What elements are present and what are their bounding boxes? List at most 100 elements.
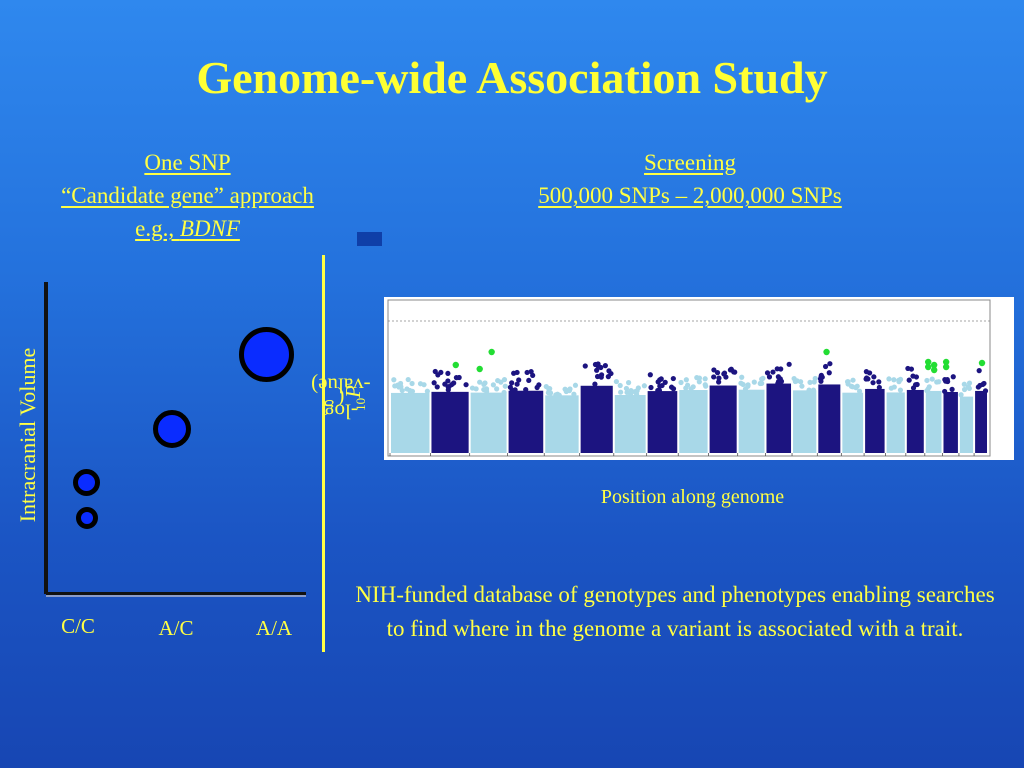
manhattan-plot <box>384 297 1014 460</box>
snp-point <box>523 386 529 393</box>
snp-point <box>891 377 897 383</box>
category-label-ac: A/C <box>158 616 194 640</box>
left-heading-line2: “Candidate gene” approach <box>61 183 314 208</box>
snp-point <box>409 380 415 387</box>
snp-point <box>764 370 771 376</box>
snp-point <box>417 381 424 387</box>
snp-point <box>545 390 551 396</box>
snp-point <box>670 386 677 392</box>
snp-point <box>908 366 915 372</box>
snp-point <box>949 386 955 392</box>
snp-point <box>688 386 694 392</box>
snp-point <box>891 384 897 390</box>
chromosome-band <box>975 368 989 453</box>
snp-density <box>766 383 792 453</box>
snp-point <box>562 386 568 392</box>
snp-point <box>822 363 829 370</box>
chromosome-band <box>764 361 792 453</box>
snp-density <box>470 392 507 453</box>
snp-point <box>723 374 729 380</box>
right-x-axis-label: Position along genome <box>600 486 785 508</box>
significant-snp <box>925 358 932 366</box>
snp-point <box>438 369 444 376</box>
snp-point <box>571 391 577 397</box>
snp-point <box>625 380 632 386</box>
snp-point <box>445 370 451 377</box>
snp-point <box>703 383 709 389</box>
snp-point <box>871 374 877 380</box>
snp-density <box>679 390 708 453</box>
snp-point <box>818 372 824 378</box>
snp-point <box>613 378 619 385</box>
snp-point <box>592 381 598 387</box>
snp-point <box>683 377 689 383</box>
snp-point <box>732 369 738 375</box>
snp-point <box>618 389 624 395</box>
snp-point <box>534 384 540 391</box>
snp-density <box>508 390 544 453</box>
snp-density <box>959 396 974 453</box>
snp-point <box>778 378 785 384</box>
snp-point <box>658 376 664 382</box>
snp-point <box>906 377 912 383</box>
snp-point <box>864 375 870 381</box>
snp-points <box>391 361 989 453</box>
snp-point <box>445 387 451 393</box>
snp-point <box>742 386 749 392</box>
chromosome-ticks <box>389 453 975 456</box>
snp-point <box>514 381 520 387</box>
snp-point <box>711 367 717 373</box>
snp-density <box>614 395 646 453</box>
snp-density <box>391 392 430 453</box>
significant-snp <box>452 361 459 369</box>
left-x-axis <box>46 592 306 595</box>
chromosome-band <box>647 372 678 453</box>
snp-density <box>647 391 678 453</box>
example-prefix: e.g., <box>135 216 180 241</box>
snp-density <box>818 384 841 453</box>
snp-density <box>865 388 885 453</box>
snp-density <box>709 385 737 453</box>
chromosome-band <box>709 366 738 453</box>
snp-point <box>702 376 708 382</box>
snp-point <box>896 377 902 383</box>
snp-point <box>716 379 722 385</box>
data-point-aa <box>239 327 294 382</box>
snp-point <box>648 384 654 391</box>
significant-snp <box>942 358 950 366</box>
snp-point <box>623 385 630 392</box>
snp-density <box>431 391 469 453</box>
snp-point <box>598 364 604 371</box>
chromosome-band <box>543 382 579 453</box>
left-heading-line1: One SNP <box>144 150 231 175</box>
snp-point <box>876 379 882 385</box>
chromosome-band <box>863 369 885 453</box>
snp-point <box>524 369 530 376</box>
snp-point <box>924 377 930 384</box>
chromosome-band <box>886 376 905 453</box>
snp-point <box>624 389 630 396</box>
snp-point <box>696 379 702 385</box>
snp-point <box>966 380 973 386</box>
data-point-cc-upper <box>73 469 100 496</box>
snp-point <box>634 388 640 394</box>
snp-point <box>863 369 869 375</box>
chromosome-band <box>613 378 647 453</box>
snp-point <box>826 370 832 376</box>
snp-point <box>910 373 916 379</box>
snp-point <box>501 377 508 383</box>
left-y-axis-label-text: Intracranial Volume <box>15 347 40 523</box>
snp-point <box>594 367 600 373</box>
snp-point <box>424 388 430 394</box>
snp-point <box>451 380 457 386</box>
snp-point <box>714 370 721 376</box>
snp-point <box>961 386 968 393</box>
snp-point <box>509 380 515 386</box>
chromosome-band <box>431 368 469 453</box>
snp-point <box>477 379 483 385</box>
snp-point <box>396 384 402 390</box>
snp-point <box>850 384 856 390</box>
chromosome-band <box>391 376 430 453</box>
snp-point <box>528 368 534 375</box>
snp-point <box>656 387 663 393</box>
